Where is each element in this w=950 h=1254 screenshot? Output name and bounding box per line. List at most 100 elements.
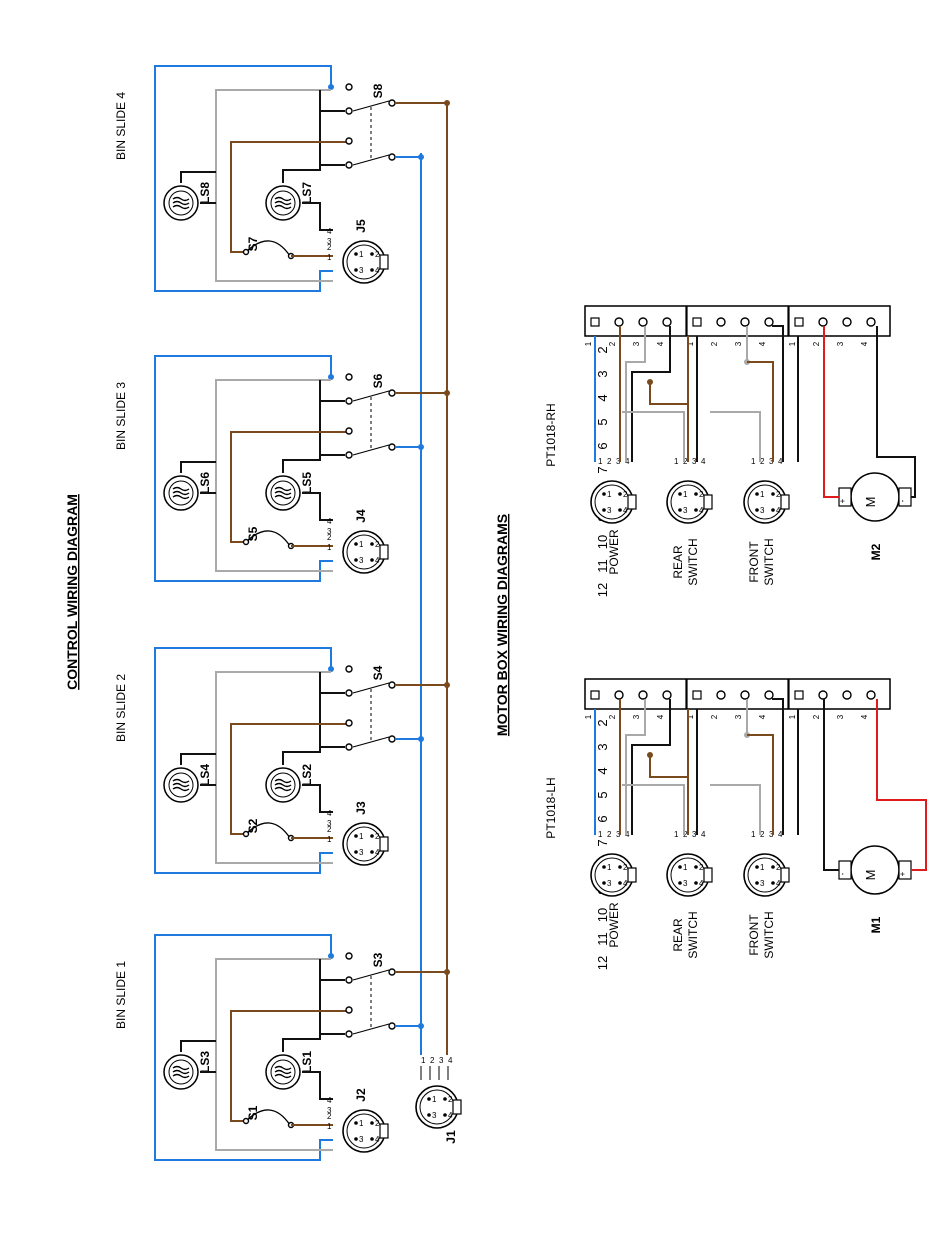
front-connector-pin-number: 3 — [760, 879, 765, 888]
switch-contact — [345, 743, 353, 751]
front-connector-label: SWITCH — [762, 911, 776, 958]
rear-connector-pin-number: 2 — [699, 490, 704, 499]
blue-junction-dot — [328, 84, 334, 90]
blue-junction-dot — [418, 444, 424, 450]
motor-polarity: - — [838, 872, 847, 875]
inner-sensor-coil — [274, 196, 292, 202]
inner-sensor-inner — [270, 1059, 296, 1085]
front-connector-pin — [771, 492, 775, 496]
power-connector-pin-number: 4 — [623, 879, 628, 888]
jack-label: J5 — [354, 219, 368, 233]
power-connector-pin-number: 2 — [623, 863, 628, 872]
outer-sensor-coil — [172, 204, 190, 210]
terminal-screw — [866, 317, 876, 327]
switch-contact — [345, 976, 353, 984]
power-connector-pin — [618, 881, 622, 885]
outer-sensor-inner — [168, 772, 194, 798]
outer-sensor-label: LS3 — [198, 1051, 212, 1073]
power-connector-pin-number: 1 — [607, 490, 612, 499]
outer-sensor-coil — [172, 490, 190, 496]
motorbox-model-label: PT1018-LH — [544, 777, 558, 838]
rear-connector-label: SWITCH — [686, 911, 700, 958]
sensor-lead-wire — [180, 1040, 216, 1052]
outer-sensor-inner — [168, 190, 194, 216]
rear-connector-key — [703, 867, 713, 883]
blue-junction-dot — [418, 736, 424, 742]
terminal-number: 5 — [595, 791, 610, 798]
block-pin-number: 3 — [734, 341, 743, 346]
outer-sensor-coil — [172, 486, 190, 492]
fuse-symbol — [245, 240, 291, 257]
front-pin-number: 2 — [760, 830, 765, 839]
power-black-wire — [631, 699, 671, 835]
outer-sensor-coil — [172, 1069, 190, 1075]
switch-pole — [388, 1022, 396, 1030]
fuse-symbol — [245, 530, 291, 547]
rear-connector-pin — [694, 508, 698, 512]
switch-contact — [345, 1030, 353, 1038]
switch-contact — [345, 427, 353, 435]
bin-label: BIN SLIDE 1 — [114, 961, 128, 1029]
block-pin-number: 3 — [632, 714, 641, 719]
jack-connector-pin — [354, 850, 358, 854]
jack-connector — [342, 822, 386, 866]
front-pin-number: 1 — [751, 457, 756, 466]
block-pin-number: 4 — [860, 341, 869, 346]
inner-sensor-label: LS5 — [300, 472, 314, 494]
main-jack-pin-number: 4 — [448, 1056, 453, 1065]
block-pin-number: 1 — [584, 341, 593, 346]
inner-sensor-coil — [274, 778, 292, 784]
front-connector — [743, 853, 787, 897]
inner-sensor-coil — [274, 204, 292, 210]
front-connector-pin-number: 4 — [776, 879, 781, 888]
power-connector-pin — [618, 492, 622, 496]
block-pin-number: 4 — [656, 714, 665, 719]
power-connector-pin — [618, 865, 622, 869]
jack-pin-number: 1 — [327, 543, 332, 552]
jack-connector-pin — [370, 558, 374, 562]
front-connector-pin — [755, 492, 759, 496]
brown-feed-wire — [230, 1010, 349, 1122]
sensor-lead-wire — [282, 90, 321, 183]
terminal-number: 7 — [595, 839, 610, 846]
rear-connector-pin-number: 3 — [683, 506, 688, 515]
jack-connector-pin-number: 2 — [375, 250, 380, 259]
switch-blade — [352, 444, 390, 456]
terminal-square — [692, 690, 702, 700]
outer-sensor-coil — [172, 196, 190, 202]
jack-label: J3 — [354, 801, 368, 815]
jack-connector-pin — [370, 850, 374, 854]
front-connector-label: SWITCH — [762, 538, 776, 585]
front-connector-pin — [755, 865, 759, 869]
block-pin-number: 2 — [710, 714, 719, 719]
switch-contact — [345, 373, 353, 381]
terminal-number: 3 — [595, 743, 610, 750]
jack-connector-pin-number: 2 — [375, 832, 380, 841]
jack-connector-pin — [370, 1121, 374, 1125]
inner-sensor-coil — [274, 1065, 292, 1071]
rear-brown-wire — [649, 709, 689, 778]
terminal-number: 6 — [595, 815, 610, 822]
power-connector-pin — [602, 492, 606, 496]
jack-connector-key — [379, 254, 389, 270]
switch-pole — [388, 443, 396, 451]
front-connector-pin-number: 1 — [760, 490, 765, 499]
brown-feed-wire — [230, 723, 349, 835]
outer-sensor-inner — [168, 1059, 194, 1085]
rear-gray-wire — [622, 784, 685, 835]
rear-connector-pin — [694, 865, 698, 869]
jack-connector-key — [379, 836, 389, 852]
terminal-screw — [662, 690, 672, 700]
rear-pin-number: 2 — [683, 457, 688, 466]
jack-pin-number: 1 — [327, 1122, 332, 1131]
gray-loop-wire — [215, 958, 333, 1151]
terminal-screw — [614, 690, 624, 700]
power-pin-number: 3 — [616, 830, 621, 839]
power-pin-number: 3 — [616, 457, 621, 466]
motor-symbol-letter: M — [863, 497, 878, 508]
front-pin-number: 2 — [760, 457, 765, 466]
rear-connector-pin — [678, 881, 682, 885]
motorbox-model-label: PT1018-RH — [544, 403, 558, 466]
switch-contact — [345, 83, 353, 91]
